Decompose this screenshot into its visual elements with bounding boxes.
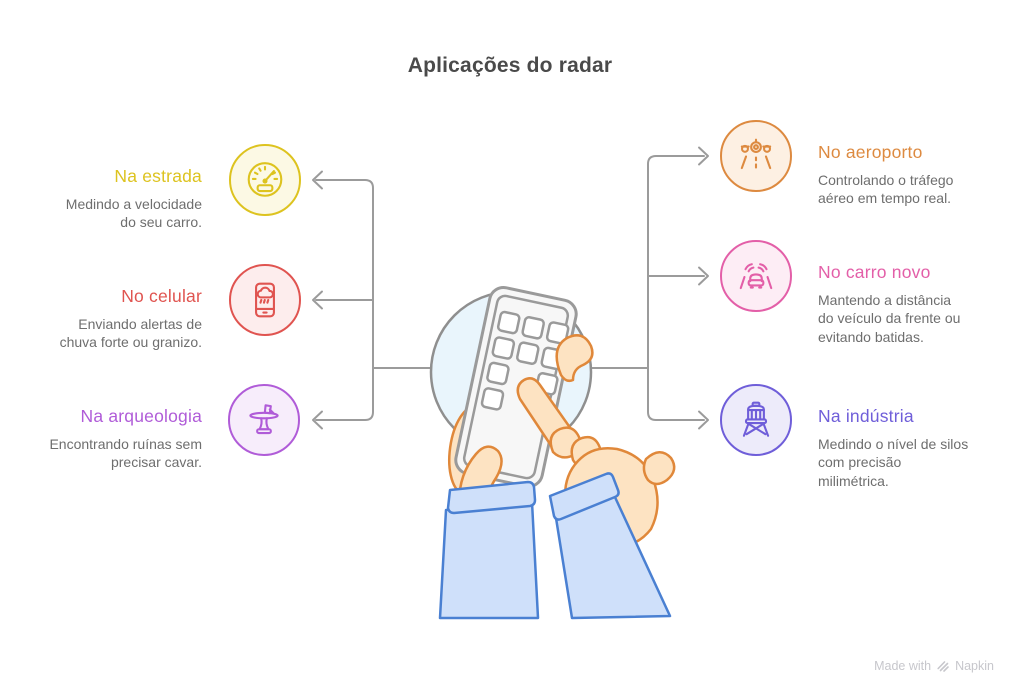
item-label: Na estrada <box>114 166 202 186</box>
item-text: No celular Enviando alertas de chuva for… <box>30 286 202 352</box>
item-label: No aeroporto <box>818 142 923 162</box>
item-label: Na arqueologia <box>80 406 202 426</box>
item-label: Na indústria <box>818 406 914 426</box>
silo-tower-icon <box>720 384 792 456</box>
watermark-brand: Napkin <box>955 659 994 673</box>
page-title: Aplicações do radar <box>407 54 613 77</box>
car-radar-icon <box>720 240 792 312</box>
watermark: Made with Napkin <box>874 659 994 673</box>
item-description: Enviando alertas de chuva forte ou grani… <box>59 316 202 351</box>
arrow-right-middle-icon <box>698 266 709 286</box>
left-sleeve <box>438 500 540 620</box>
item-description: Medindo a velocidade do seu carro. <box>65 196 202 231</box>
item-description: Mantendo a distância do veículo da frent… <box>818 292 961 345</box>
arrow-left-middle-icon <box>312 290 323 310</box>
ancient-pedestal-icon <box>228 384 300 456</box>
right-thumb-on-phone <box>555 334 594 383</box>
hands-tapping-phone-illustration <box>420 282 700 622</box>
right-thumb <box>642 451 676 486</box>
item-text: Na estrada Medindo a velocidade do seu c… <box>30 166 202 232</box>
arrow-left-top-icon <box>312 170 323 190</box>
speedometer-icon <box>229 144 301 216</box>
right-cuff <box>548 472 620 521</box>
item-text: No aeroporto Controlando o tráfego aéreo… <box>818 142 998 208</box>
item-label: No carro novo <box>818 262 931 282</box>
item-text: No carro novo Mantendo a distância do ve… <box>818 262 998 346</box>
item-description: Medindo o nível de silos com precisão mi… <box>818 436 969 489</box>
left-cuff <box>446 480 537 515</box>
arrow-left-bottom-icon <box>312 410 323 430</box>
right-branch-line <box>647 155 705 421</box>
item-description: Controlando o tráfego aéreo em tempo rea… <box>818 172 954 207</box>
item-description: Encontrando ruínas sem precisar cavar. <box>49 436 202 471</box>
watermark-prefix: Made with <box>874 659 932 673</box>
phone-weather-alert-icon <box>229 264 301 336</box>
arrow-right-bottom-icon <box>698 410 709 430</box>
item-text: Na indústria Medindo o nível de silos co… <box>818 406 998 490</box>
item-label: No celular <box>121 286 202 306</box>
airplane-landing-icon <box>720 120 792 192</box>
napkin-logo-icon <box>937 661 949 672</box>
item-text: Na arqueologia Encontrando ruínas sem pr… <box>30 406 202 472</box>
arrow-right-top-icon <box>698 146 709 166</box>
